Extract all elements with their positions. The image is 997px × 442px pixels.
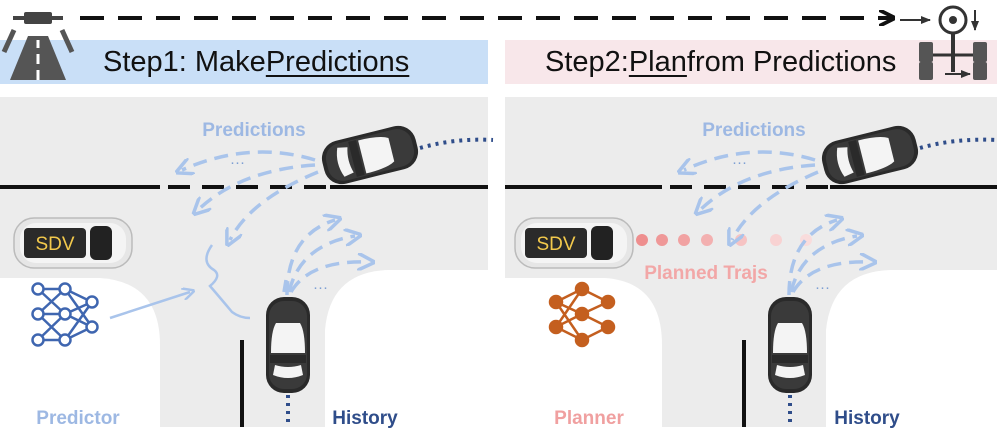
sdv-label: SDV <box>35 234 74 255</box>
top-car-history <box>419 137 494 150</box>
neural-network-icon <box>31 282 99 347</box>
step2-suffix: from Predictions <box>686 45 897 78</box>
prediction-brace <box>205 244 251 320</box>
history-label-2: History <box>834 408 900 429</box>
agent-car-bottom-2 <box>768 297 812 393</box>
panel-2: SDV ··· ··· <box>505 97 997 429</box>
sdv-car-2: SDV <box>514 217 634 269</box>
step2-prefix: Step2: <box>545 45 629 78</box>
predictions-top-2 <box>684 150 819 240</box>
agent-car-bottom <box>266 297 310 393</box>
predictions-label-1: Predictions <box>202 120 305 141</box>
ellipsis-bottom: ··· <box>313 279 328 296</box>
planner-label: Planner <box>554 408 624 429</box>
predictor-label: Predictor <box>36 408 120 429</box>
step2-emphasis: Plan <box>628 45 687 78</box>
predictions-bottom <box>282 220 368 296</box>
road-sensing-icon <box>1 12 75 80</box>
step1-prefix: Step1: Make <box>103 45 266 78</box>
panel-1: SDV ··· ··· <box>0 97 494 429</box>
sdv-label-2: SDV <box>536 234 575 255</box>
predictions-label-2: Predictions <box>702 120 805 141</box>
history-label-1: History <box>332 408 398 429</box>
ellipsis-top-2: ··· <box>732 154 747 171</box>
planned-trajs-label: Planned Trajs <box>644 263 768 284</box>
step1-emphasis: Predictions <box>265 45 410 78</box>
step1-banner: Step1: Make Predictions <box>0 40 488 84</box>
planner-network-icon <box>548 281 616 348</box>
step2-banner: Step2: Plan from Predictions <box>505 40 997 84</box>
ellipsis-top: ··· <box>230 154 245 171</box>
sdv-car: SDV <box>13 217 133 269</box>
ellipsis-bottom-2: ··· <box>815 279 830 296</box>
predictions-top <box>182 150 319 240</box>
steering-wheel-icon <box>900 5 987 80</box>
predictor-arrow <box>109 292 190 320</box>
predictions-bottom-2 <box>787 220 870 296</box>
